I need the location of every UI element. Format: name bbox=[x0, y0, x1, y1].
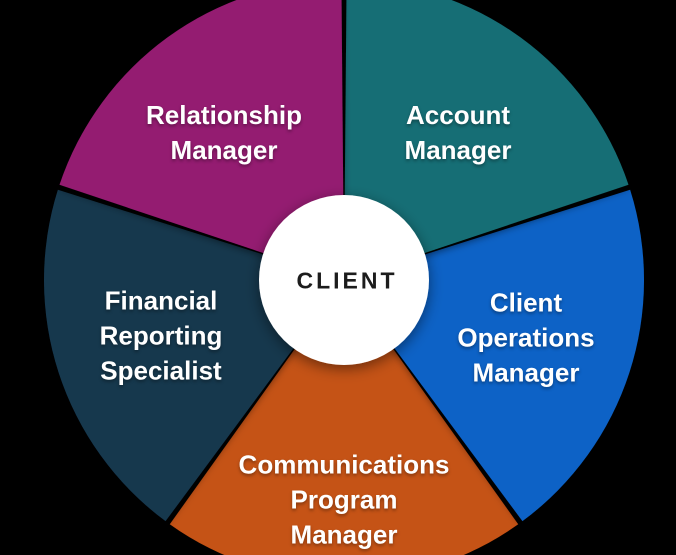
segment-label-line: Manager bbox=[472, 357, 580, 388]
wedge-communications-program-manager bbox=[169, 280, 519, 555]
segment-label-relationship-manager: Relationship Manager bbox=[146, 98, 302, 168]
segment-label-line: Specialist bbox=[100, 355, 222, 386]
wedge-relationship-manager bbox=[59, 0, 344, 280]
segment-label-account-manager: Account Manager bbox=[405, 98, 512, 168]
segment-label-line: Manager bbox=[290, 519, 398, 550]
client-hub-label: CLIENT bbox=[296, 267, 398, 294]
segment-label-line: Reporting bbox=[99, 320, 223, 351]
segment-label-line: Manager bbox=[404, 135, 512, 165]
segment-label-financial-reporting-specialist: Financial Reporting Specialist bbox=[100, 284, 223, 389]
segment-label-line: Client bbox=[489, 287, 563, 318]
segment-label-line: Operations bbox=[457, 322, 595, 353]
segment-label-line: Program bbox=[290, 484, 398, 515]
segment-label-communications-program-manager: Communications Program Manager bbox=[239, 448, 450, 553]
wedge-account-manager bbox=[344, 0, 629, 280]
segment-label-client-operations-manager: Client Operations Manager bbox=[457, 286, 594, 391]
segment-label-line: Communications bbox=[238, 449, 450, 480]
segment-label-line: Manager bbox=[170, 135, 278, 165]
segment-label-line: Financial bbox=[104, 285, 218, 316]
segment-label-line: Account bbox=[405, 100, 510, 130]
client-hub-circle bbox=[259, 195, 429, 365]
segment-label-line: Relationship bbox=[145, 100, 303, 130]
